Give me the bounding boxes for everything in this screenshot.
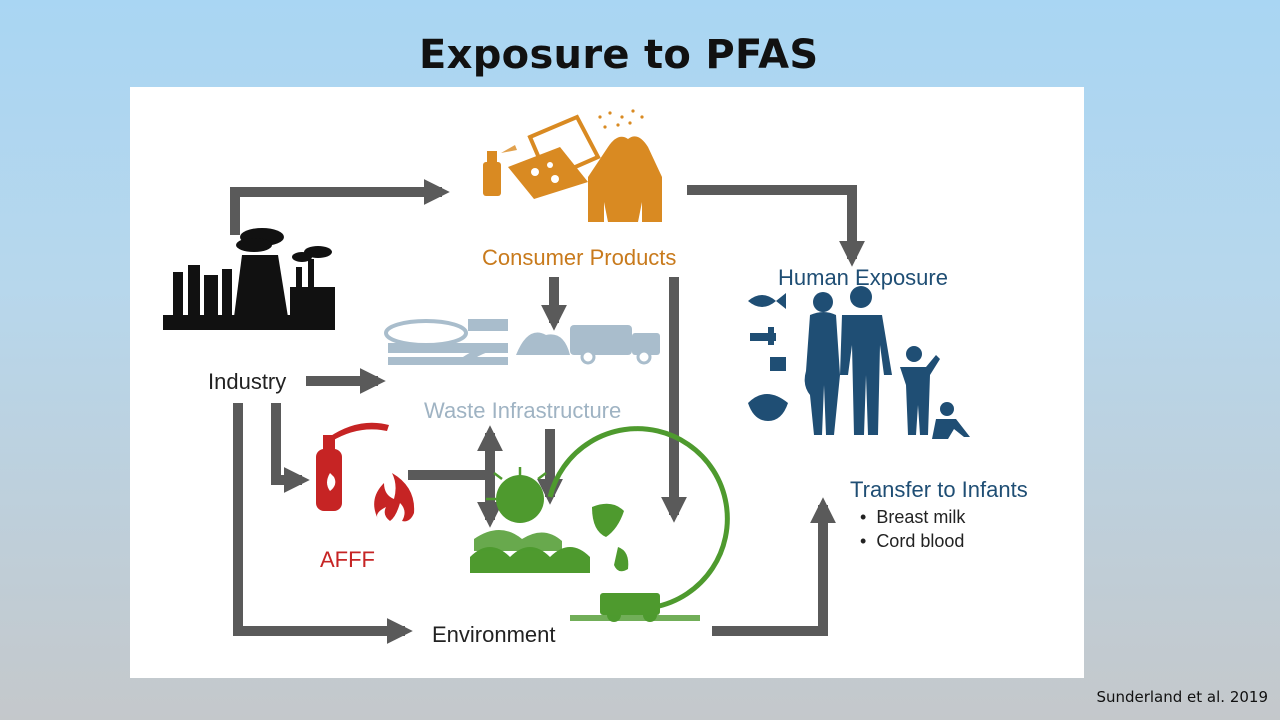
slide-title: Exposure to PFAS [419,32,819,78]
node-label-human-exposure: Human Exposure [778,265,948,290]
arrow-afff-to-waste [408,425,503,480]
node-label-afff: AFFF [320,547,375,572]
node-label-waste-infrastructure: Waste Infrastructure [424,398,622,423]
arrow-industry-to-afff [271,403,310,493]
arrow-environment-to-infants [712,497,836,636]
transfer-item-breast-milk: Breast milk [860,505,965,529]
environment-globe-icon [470,426,730,622]
waste-infrastructure-icon [384,319,660,365]
node-label-transfer-to-infants: Transfer to Infants [850,477,1028,502]
citation: Sunderland et al. 2019 [1096,688,1268,706]
factory-icon [163,228,335,330]
fire-extinguisher-icon [316,422,415,522]
diagram-svg [163,109,970,644]
node-label-industry: Industry [208,369,287,394]
transfer-item-cord-blood: Cord blood [860,529,965,553]
diagram-panel: Consumer Products Human Exposure Industr… [130,87,1084,678]
arrow-industry-to-environment [233,403,413,644]
arrow-industry-to-consumer [230,179,450,235]
human-exposure-icon [748,286,970,439]
consumer-products-icon [483,109,662,222]
node-label-environment: Environment [432,622,556,647]
node-label-consumer-products: Consumer Products [482,245,677,270]
arrow-consumer-to-human [687,185,865,267]
transfer-list: Breast milk Cord blood [860,505,965,553]
